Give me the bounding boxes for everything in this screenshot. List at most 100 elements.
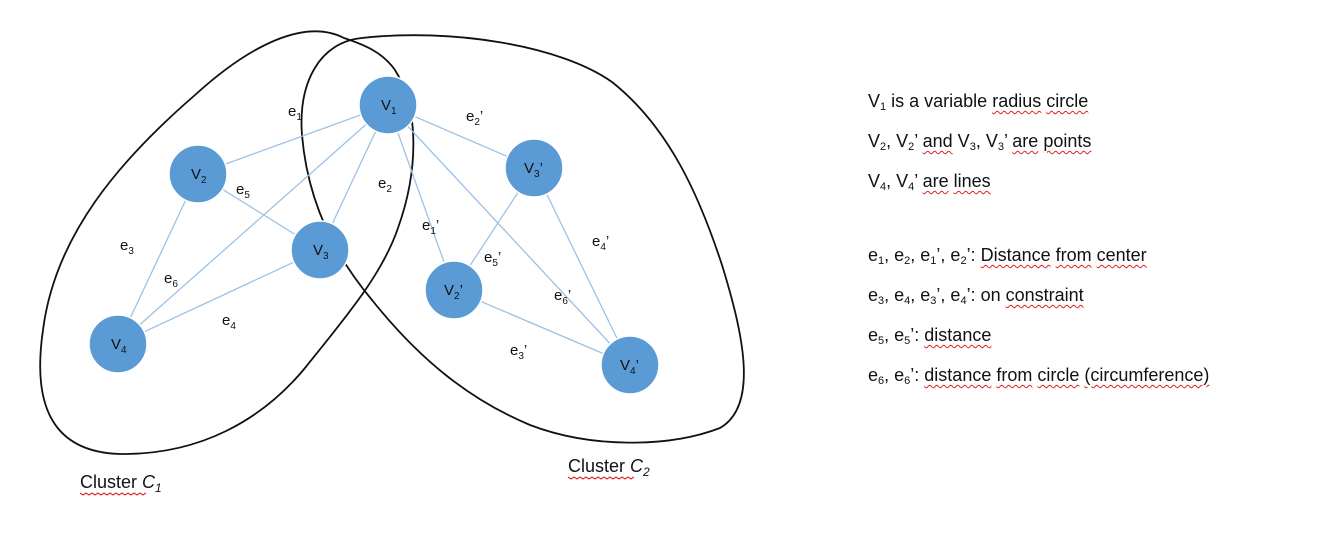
legend-text: e — [868, 285, 879, 305]
node-v1: V1 — [358, 75, 418, 135]
cluster-outlines — [39, 30, 745, 455]
edge-label-e1p: e1’ — [422, 217, 439, 237]
legend-text: , e — [884, 285, 905, 305]
subscript: 1 — [880, 101, 887, 113]
edge-label-e3: e3 — [120, 237, 134, 257]
subscript: 3 — [878, 295, 885, 307]
legend-text: distance — [924, 325, 992, 345]
node-label: V2’ — [444, 282, 463, 302]
legend-line-2: V2, V2’ and V3, V3’ are points — [868, 124, 1328, 164]
legend-text: (circumference) — [1084, 365, 1210, 385]
legend-text: ’ — [914, 131, 923, 151]
subscript: 2 — [880, 141, 887, 153]
subscript: 5 — [904, 335, 911, 347]
legend-text: , e — [910, 245, 931, 265]
node-circle — [600, 335, 660, 395]
legend-text: constraint — [1005, 285, 1084, 305]
legend-text: from — [996, 365, 1033, 385]
legend-text: ’ — [914, 171, 923, 191]
node-v3p: V3’ — [504, 138, 564, 198]
cluster-labels-layer: Cluster C1 Cluster C2 — [79, 456, 650, 496]
node-v3: V3 — [290, 220, 350, 280]
edge-e4p — [533, 167, 631, 366]
edge-label-e4: e4 — [222, 312, 236, 332]
legend-line-6: e3, e4, e3’, e4’: on constraint — [868, 278, 1328, 318]
node-v2: V2 — [168, 144, 228, 204]
subscript: 3 — [930, 295, 937, 307]
subscript: 4 — [880, 181, 887, 193]
node-v2p: V2’ — [424, 260, 484, 320]
edge-label-e6: e6 — [164, 270, 178, 290]
cluster-c2-outline — [300, 34, 745, 444]
edge-e4 — [117, 249, 321, 345]
legend-text: points — [1043, 131, 1092, 151]
legend-text: Distance — [980, 245, 1051, 265]
edge-label-e6p: e6’ — [554, 287, 571, 307]
edge-label-e5p: e5’ — [484, 249, 501, 269]
node-circle — [168, 144, 228, 204]
subscript: 1 — [930, 255, 937, 267]
subscript: 5 — [878, 335, 885, 347]
node-v4p: V4’ — [600, 335, 660, 395]
legend-text: ’: — [910, 365, 925, 385]
edge-label-e3p: e3’ — [510, 342, 527, 362]
subscript: 2 — [960, 255, 967, 267]
legend-text: V — [952, 131, 970, 151]
node-v4: V4 — [88, 314, 148, 374]
legend-text: radius — [992, 91, 1042, 111]
cluster-label-c2: Cluster C2 — [568, 456, 650, 479]
spellcheck-underline — [567, 476, 635, 480]
legend-line-5: e1, e2, e1’, e2’: Distance from center — [868, 238, 1328, 278]
legend-text: V — [868, 171, 881, 191]
legend-text: ’: on — [966, 285, 1006, 305]
legend-line-8: e6, e6’: distance from circle (circumfer… — [868, 358, 1328, 398]
legend-text: circle — [1037, 365, 1080, 385]
legend-text: center — [1096, 245, 1147, 265]
edge-e3p — [453, 289, 631, 366]
subscript: 6 — [878, 375, 885, 387]
cluster-c1-outline — [39, 30, 415, 455]
legend-text: distance — [924, 365, 992, 385]
legend-text: , V — [886, 131, 909, 151]
node-circle — [358, 75, 418, 135]
edge-label-e2p: e2’ — [466, 108, 483, 128]
legend-text: , V — [886, 171, 909, 191]
node-circle — [88, 314, 148, 374]
legend-text: , e — [884, 245, 905, 265]
edge-e3 — [117, 173, 199, 345]
node-circle — [424, 260, 484, 320]
legend-text: ’: — [910, 325, 925, 345]
legend-text: V — [868, 91, 881, 111]
legend-text: ’, e — [936, 245, 961, 265]
node-label: V3 — [313, 242, 329, 262]
subscript: 4 — [908, 181, 915, 193]
subscript: 1 — [878, 255, 885, 267]
legend-text: e — [868, 245, 879, 265]
edge-labels-layer: e1 e2 e3 e4 e5 e6 e2’ e1’ e6’ e5’ e4’ e3’ — [120, 103, 609, 362]
legend-text: ’: — [966, 245, 981, 265]
edge-label-e1: e1 — [288, 103, 302, 123]
legend-text: ’, e — [936, 285, 961, 305]
subscript: 6 — [904, 375, 911, 387]
legend-text: lines — [953, 171, 991, 191]
edge-label-e5: e5 — [236, 181, 250, 201]
legend-text: e — [868, 325, 879, 345]
subscript: 3 — [969, 141, 976, 153]
legend-text: are — [922, 171, 949, 191]
legend-text: , e — [910, 285, 931, 305]
legend-text: , e — [884, 365, 905, 385]
edge-e1 — [197, 104, 389, 175]
subscript: 2 — [908, 141, 915, 153]
legend-text: , e — [884, 325, 905, 345]
edge-e1p — [387, 104, 455, 291]
edge-e6 — [117, 104, 389, 345]
cluster-label-c1: Cluster C1 — [80, 472, 162, 495]
legend-text: ’ — [1003, 131, 1013, 151]
edge-label-e4p: e4’ — [592, 233, 609, 253]
legend-text: circle — [1046, 91, 1089, 111]
subscript: 4 — [904, 295, 911, 307]
edge-label-e2: e2 — [378, 175, 392, 195]
node-label: V2 — [191, 166, 207, 186]
